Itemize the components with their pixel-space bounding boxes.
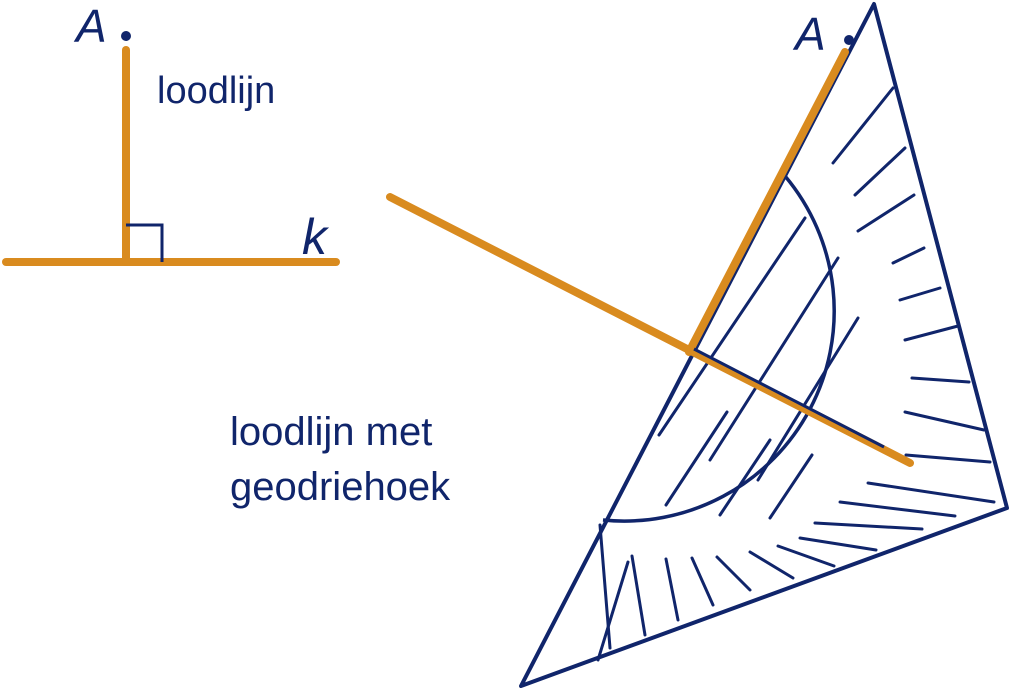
scale-tick (630, 554, 647, 637)
hatch-line (657, 216, 807, 437)
hatch-line (768, 453, 814, 520)
caption-line-2: geodriehoek (230, 465, 451, 509)
hatch-line (664, 410, 729, 507)
scale-tick (715, 555, 752, 592)
line-k-rotated (386, 193, 914, 467)
point-a-right-label: A (792, 8, 826, 60)
scale-tick (831, 86, 895, 165)
point-a-left-label: A (73, 0, 107, 52)
scale-tick (853, 146, 907, 197)
scale-tick (903, 410, 986, 432)
hatch-line (756, 316, 860, 482)
scale-tick (813, 521, 924, 531)
scale-tick (891, 246, 926, 265)
scale-tick (898, 286, 942, 302)
geodriehoek-outline (519, 2, 1009, 688)
scale-tick (776, 544, 836, 568)
point-a-right-dot (844, 35, 854, 45)
scale-tick (838, 500, 957, 518)
scale-tick (690, 556, 715, 607)
line-k-label: k (302, 209, 330, 265)
scale-tick (866, 481, 996, 504)
scale-tick (664, 557, 680, 622)
point-a-left-dot (121, 31, 131, 41)
scale-tick (910, 376, 971, 384)
scale-tick (904, 453, 992, 464)
scale-tick (856, 193, 916, 233)
right-figure-lines: A (386, 8, 914, 467)
scale-tick (903, 324, 960, 342)
hatch-line (708, 256, 840, 462)
left-figure: A loodlijn k (2, 0, 340, 266)
perpendicular-line-rotated (685, 48, 849, 356)
set-square-edge-overlay (693, 347, 885, 449)
geodriehoek (519, 2, 1009, 688)
caption-line-1: loodlijn met (230, 410, 432, 454)
right-angle-mark (126, 223, 164, 262)
hatch-line (718, 438, 772, 517)
inner-hatch-lines (657, 216, 860, 520)
scale-tick (798, 536, 878, 552)
scale-tick (596, 560, 630, 662)
scale-ticks (596, 86, 996, 662)
loodlijn-label: loodlijn (157, 70, 275, 112)
caption: loodlijn met geodriehoek (230, 410, 451, 509)
scale-tick (748, 550, 795, 580)
